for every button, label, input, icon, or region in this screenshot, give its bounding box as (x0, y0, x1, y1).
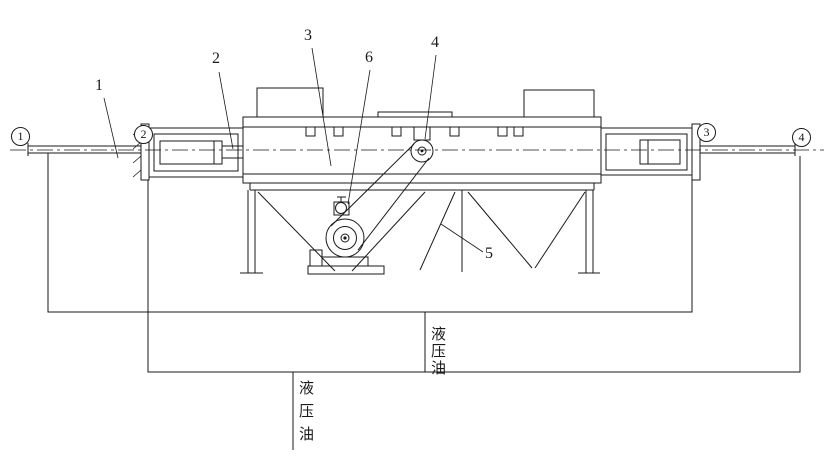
port-marker-3: 3 (697, 123, 716, 142)
leader-lines (103, 47, 484, 253)
right-cylinder (600, 127, 693, 176)
hydraulic-oil-label-upper: 液压油 (429, 326, 447, 377)
callout-3: 3 (304, 27, 312, 44)
right-bracket (691, 123, 701, 181)
motor-base (307, 249, 385, 275)
hydraulic-piping (47, 153, 801, 450)
right-piston-rod (700, 143, 796, 156)
port-marker-2: 2 (134, 125, 153, 144)
callout-5: 5 (485, 245, 493, 262)
support-legs (240, 190, 600, 274)
motor-pulley (325, 218, 365, 258)
belt-tensioner (333, 196, 350, 216)
top-right-hopper (523, 89, 595, 118)
callout-2: 2 (212, 50, 220, 67)
main-frame (242, 116, 602, 191)
top-left-hopper (256, 87, 324, 118)
upper-pulley (410, 126, 434, 163)
callout-1: 1 (95, 77, 103, 94)
port-marker-4: 4 (792, 128, 811, 147)
left-piston-rod (27, 143, 141, 156)
port-marker-1: 1 (11, 127, 30, 146)
callout-6: 6 (365, 49, 373, 66)
left-cylinder (148, 127, 244, 178)
top-center-plate (377, 111, 453, 118)
hydraulic-oil-label-lower: 液压油 (297, 380, 315, 449)
callout-4: 4 (431, 34, 439, 51)
